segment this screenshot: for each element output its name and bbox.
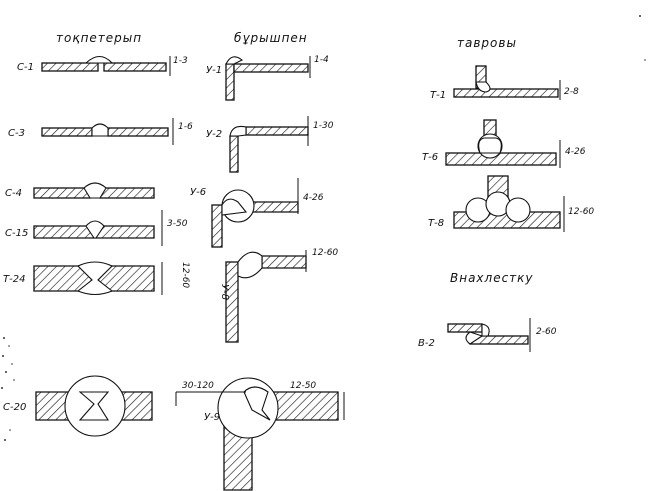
joint-c15-code: С-15 — [5, 228, 28, 239]
joint-u8: У-8 12-60 — [219, 248, 338, 343]
joint-u9: У-9 30-120 12-50 — [175, 377, 345, 491]
joint-u9-gap: 30-120 — [182, 381, 214, 391]
heading-butt: тоқпетерып — [56, 31, 142, 45]
joint-t8: Т-8 12-60 — [428, 175, 594, 232]
joint-t24-thickness: 12-60 — [180, 262, 190, 288]
joint-c20-code: С-20 — [3, 402, 26, 413]
joint-c15-thickness: 3-50 — [167, 219, 188, 229]
joint-c15: С-15 3-50 — [5, 210, 188, 246]
joint-t1: Т-1 2-8 — [430, 65, 579, 101]
joint-c20: С-20 — [3, 375, 153, 437]
joint-u9-thickness: 12-50 — [290, 381, 316, 391]
joint-c1-code: С-1 — [17, 62, 34, 73]
joint-b2: В-2 2-60 — [418, 318, 557, 352]
joint-u8-code: У-8 — [219, 284, 230, 300]
joint-u6: У-6 4-26 — [190, 178, 324, 248]
heading-lap: Внахлестку — [450, 271, 534, 285]
joint-c4-code: С-4 — [5, 188, 22, 199]
heading-corner: бұрышпен — [234, 31, 308, 45]
joint-u9-code: У-9 — [204, 412, 220, 423]
joint-u6-code: У-6 — [190, 187, 206, 198]
joint-u1-thickness: 1-4 — [314, 55, 329, 65]
joint-c3: С-3 1-6 — [8, 118, 193, 145]
joint-c1-thickness: 1-3 — [173, 56, 188, 66]
joint-t1-thickness: 2-8 — [564, 87, 579, 97]
joint-b2-code: В-2 — [418, 338, 435, 349]
joint-c3-code: С-3 — [8, 128, 25, 139]
joint-c1: С-1 1-3 — [17, 55, 188, 76]
joint-t1-code: Т-1 — [430, 90, 446, 101]
joint-u6-thickness: 4-26 — [303, 193, 324, 203]
joint-c4: С-4 — [5, 182, 155, 199]
joint-t6-thickness: 4-26 — [565, 147, 586, 157]
joint-t6: Т-6 4-26 — [422, 119, 586, 168]
joint-u2: У-2 1-30 — [206, 116, 334, 173]
joint-u1-code: У-1 — [206, 65, 222, 76]
joint-u2-thickness: 1-30 — [313, 121, 334, 131]
joint-u2-code: У-2 — [206, 129, 222, 140]
joint-c3-thickness: 1-6 — [178, 122, 193, 132]
joint-t8-thickness: 12-60 — [568, 207, 594, 217]
heading-tee: тавровы — [457, 36, 517, 50]
joint-t24: Т-24 12-60 — [3, 261, 190, 296]
scan-noise — [1, 15, 646, 441]
joint-b2-thickness: 2-60 — [536, 327, 557, 337]
joint-t8-code: Т-8 — [428, 218, 444, 229]
joint-t24-code: Т-24 — [3, 274, 25, 285]
joint-u8-thickness: 12-60 — [312, 248, 338, 258]
joint-t6-code: Т-6 — [422, 152, 438, 163]
joint-u1: У-1 1-4 — [206, 55, 329, 101]
